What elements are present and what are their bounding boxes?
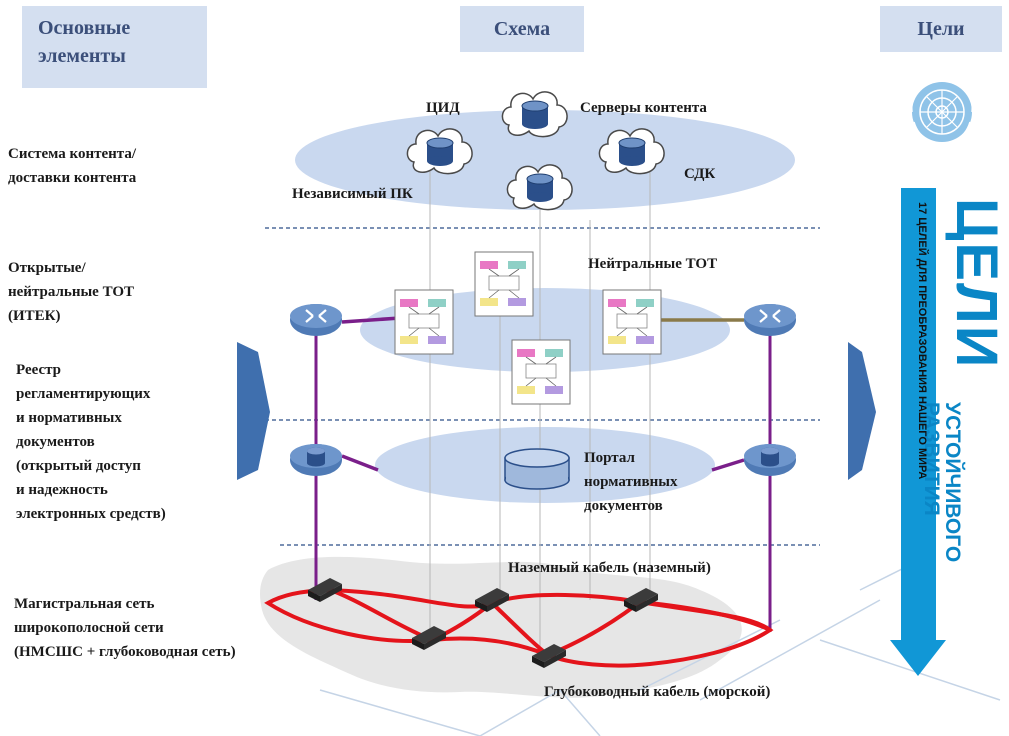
label-line: нейтральные ТОТ <box>8 284 135 300</box>
goals-subtitle-line1: УСТОЙЧИВОГО <box>941 402 964 563</box>
label-line: (НМСШС + глубоководная сеть) <box>14 644 236 660</box>
db-node-left <box>290 444 342 476</box>
ixp-box-2 <box>394 289 454 355</box>
label-line: Магистральная сеть <box>14 596 155 612</box>
link-left-portal <box>341 454 379 472</box>
label-cid: ЦИД <box>426 100 460 116</box>
arrow-right-icon <box>848 342 876 480</box>
label-line: электронных средств) <box>16 506 166 522</box>
label-content-servers: Серверы контента <box>580 100 707 116</box>
header-main-elements: Основные элементы <box>22 6 207 88</box>
label-line: (открытый доступ <box>16 458 141 474</box>
guide-lines <box>429 170 651 650</box>
label-line: регламентирующих <box>16 386 151 402</box>
link-left-ixp <box>341 316 401 324</box>
label-open-ixp: Открытые/ нейтральные ТОТ (ИТЕК) <box>8 256 134 328</box>
db-node-right <box>744 444 796 476</box>
label-registry: Реестр регламентирующих и нормативных до… <box>16 358 166 526</box>
label-line: (ИТЕК) <box>8 308 61 324</box>
ixp-box-3 <box>602 289 662 355</box>
cloud-content-servers <box>501 91 568 138</box>
label-portal-line1: Портал <box>584 450 635 466</box>
header-main-elements-line1: Основные <box>38 17 131 39</box>
ixp-box-1 <box>474 251 534 317</box>
ixp-box-4 <box>511 339 571 405</box>
label-submarine-cable: Глубоководный кабель (морской) <box>544 684 771 700</box>
header-main-elements-line2: элементы <box>38 45 126 67</box>
label-terrestrial-cable: Наземный кабель (наземный) <box>508 560 711 576</box>
arrow-left-icon <box>237 342 270 480</box>
label-line: и нормативных <box>16 410 122 426</box>
router-left <box>288 302 344 338</box>
portal-database-icon <box>504 448 570 490</box>
label-line: документов <box>16 434 95 450</box>
label-line: Открытые/ <box>8 260 86 276</box>
header-scheme: Схема <box>460 6 584 52</box>
label-line: доставки контента <box>8 170 137 186</box>
un-emblem-icon <box>911 77 973 147</box>
label-portal: Портал нормативных документов <box>584 446 677 518</box>
sdg-banner-arrow <box>890 188 946 676</box>
goals-word: ЦЕЛИ <box>944 198 1009 370</box>
label-backbone: Магистральная сеть широкополосной сети (… <box>14 592 236 664</box>
label-cdn: СДК <box>684 166 716 182</box>
label-line: и надежность <box>16 482 108 498</box>
label-line: Система контента/ <box>8 146 136 162</box>
goals-tagline: 17 ЦЕЛЕЙ ДЛЯ ПРЕОБРАЗОВАНИЯ НАШЕГО МИРА <box>916 202 928 480</box>
label-line: широкополосной сети <box>14 620 164 636</box>
label-content-system: Система контента/ доставки контента <box>8 142 136 190</box>
label-portal-line2: нормативных <box>584 474 678 490</box>
label-portal-line3: документов <box>584 498 663 514</box>
label-neutral-ixp: Нейтральные ТОТ <box>588 256 718 272</box>
header-goals: Цели <box>880 6 1002 52</box>
link-right-portal <box>711 458 745 472</box>
label-line: Реестр <box>16 362 62 378</box>
router-right <box>742 302 798 338</box>
label-independent-cp: Независимый ПК <box>292 186 413 202</box>
